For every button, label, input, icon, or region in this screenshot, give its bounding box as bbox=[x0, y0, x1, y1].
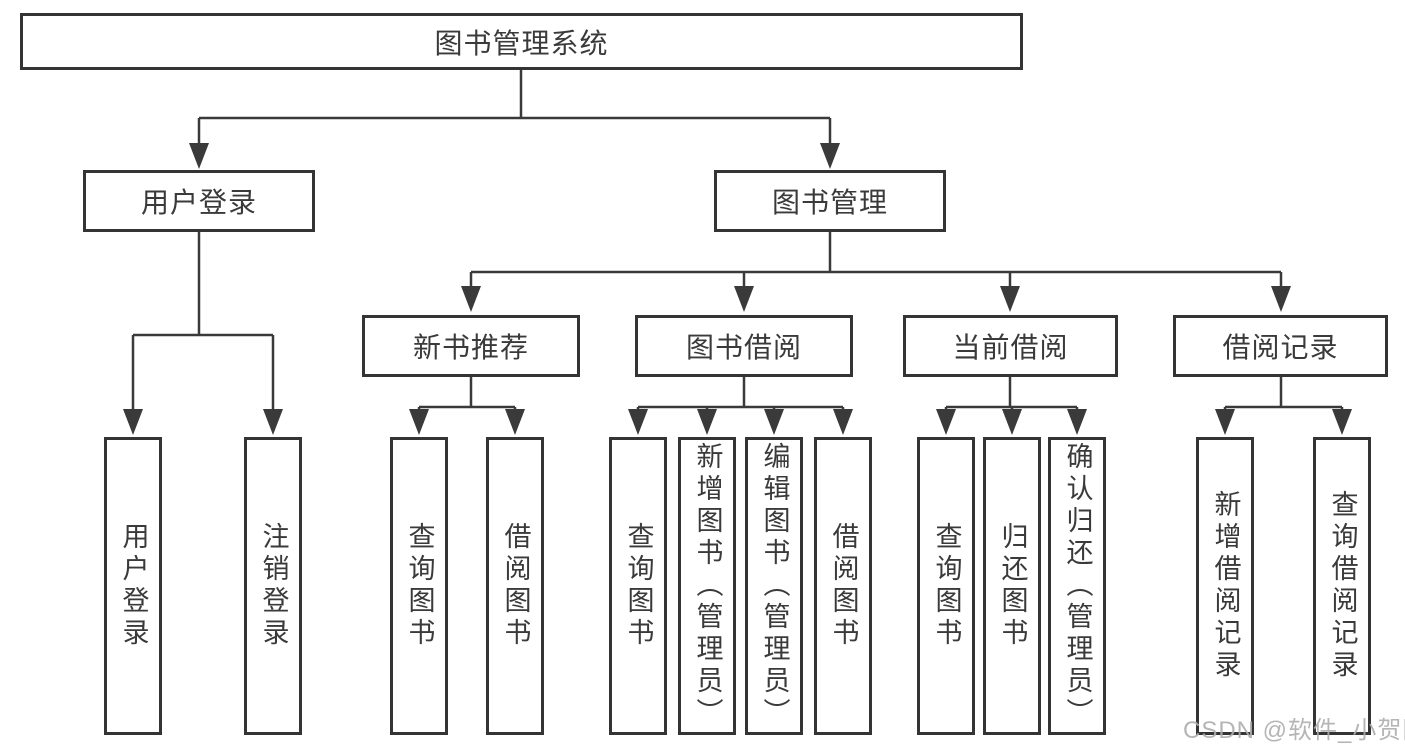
node-leaf-cb-confirm-return-admin: 确认归还（管理员） bbox=[1048, 437, 1106, 735]
node-new-book-recommendation: 新书推荐 bbox=[362, 315, 580, 377]
leaf-label: 借阅图书 bbox=[500, 522, 531, 650]
node-leaf-br-query-record: 查询借阅记录 bbox=[1313, 437, 1371, 735]
node-book-management: 图书管理 bbox=[714, 170, 946, 232]
arrowhead-icon bbox=[1215, 409, 1235, 435]
arrowhead-icon bbox=[734, 286, 754, 312]
arrowhead-icon bbox=[505, 409, 525, 435]
node-book-borrowing: 图书借阅 bbox=[635, 315, 853, 377]
arrowhead-icon bbox=[409, 409, 429, 435]
arrowhead-icon bbox=[461, 286, 481, 312]
leaf-label: 查询图书 bbox=[931, 522, 962, 650]
arrowhead-icon bbox=[1332, 409, 1352, 435]
arrowhead-icon bbox=[628, 409, 648, 435]
leaf-label: 用户登录 bbox=[118, 522, 149, 650]
leaf-label: 确认归还（管理员） bbox=[1062, 442, 1093, 730]
node-leaf-user-login: 用户登录 bbox=[104, 437, 162, 735]
node-user-login: 用户登录 bbox=[83, 170, 315, 232]
leaf-label: 注销登录 bbox=[258, 522, 289, 650]
leaf-label: 查询借阅记录 bbox=[1327, 490, 1358, 682]
leaf-label: 查询图书 bbox=[404, 522, 435, 650]
arrowhead-icon bbox=[936, 409, 956, 435]
node-current-borrowing: 当前借阅 bbox=[903, 315, 1118, 377]
arrowhead-icon bbox=[1271, 286, 1291, 312]
node-leaf-cb-return-books: 归还图书 bbox=[983, 437, 1041, 735]
node-leaf-rec-borrow-books: 借阅图书 bbox=[486, 437, 544, 735]
node-leaf-bb-borrow-books: 借阅图书 bbox=[814, 437, 872, 735]
arrowhead-icon bbox=[123, 409, 143, 435]
leaf-label: 查询图书 bbox=[623, 522, 654, 650]
node-leaf-bb-add-books-admin: 新增图书（管理员） bbox=[678, 437, 736, 735]
arrowhead-icon bbox=[1002, 409, 1022, 435]
arrowhead-icon bbox=[263, 409, 283, 435]
node-leaf-rec-query-books: 查询图书 bbox=[390, 437, 448, 735]
arrowhead-icon bbox=[1000, 286, 1020, 312]
node-leaf-cb-query-books: 查询图书 bbox=[917, 437, 975, 735]
leaf-label: 借阅图书 bbox=[828, 522, 859, 650]
connector-lines bbox=[131, 70, 1344, 411]
csdn-watermark: CSDN @软件_小贺同学 bbox=[1183, 717, 1405, 744]
leaf-label: 新增图书（管理员） bbox=[692, 442, 723, 730]
node-leaf-bb-query-books: 查询图书 bbox=[609, 437, 667, 735]
leaf-label: 归还图书 bbox=[997, 522, 1028, 650]
node-leaf-br-add-record: 新增借阅记录 bbox=[1196, 437, 1254, 735]
leaf-label: 编辑图书（管理员） bbox=[759, 442, 790, 730]
arrowhead-icon bbox=[697, 409, 717, 435]
arrowhead-icon bbox=[764, 409, 784, 435]
node-leaf-logout: 注销登录 bbox=[244, 437, 302, 735]
arrowhead-icons bbox=[123, 143, 1352, 435]
arrowhead-icon bbox=[1067, 409, 1087, 435]
arrowhead-icon bbox=[820, 143, 840, 169]
leaf-label: 新增借阅记录 bbox=[1210, 490, 1241, 682]
arrowhead-icon bbox=[189, 143, 209, 169]
node-root-system: 图书管理系统 bbox=[20, 13, 1023, 70]
arrowhead-icon bbox=[833, 409, 853, 435]
node-leaf-bb-edit-books-admin: 编辑图书（管理员） bbox=[745, 437, 803, 735]
node-borrowing-records: 借阅记录 bbox=[1173, 315, 1388, 377]
